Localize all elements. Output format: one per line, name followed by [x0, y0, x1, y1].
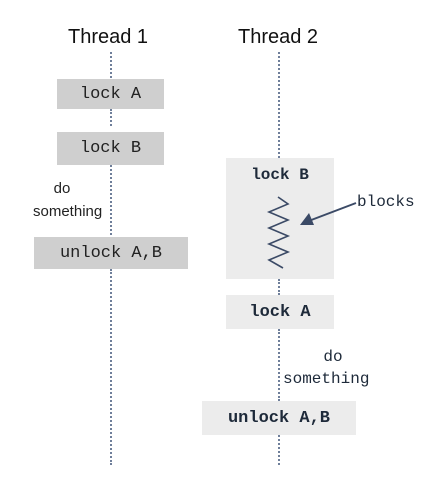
thread1-timeline [110, 52, 112, 78]
thread2-lock-b: lock B [251, 166, 309, 184]
thread1-do-something-line2: something [33, 203, 103, 220]
blocking-zigzag-icon [266, 196, 291, 269]
thread1-lock-b: lock B [57, 132, 164, 165]
thread2-timeline [278, 329, 280, 401]
blocks-label: blocks [357, 193, 415, 211]
thread2-lock-a: lock A [226, 295, 334, 329]
thread1-unlock: unlock A,B [34, 237, 188, 269]
thread2-timeline [278, 435, 280, 465]
thread1-lock-a: lock A [57, 79, 164, 109]
blocks-arrow-head-icon [300, 213, 314, 225]
thread2-do-something-line2: something [283, 370, 370, 388]
thread2-title: Thread 2 [238, 26, 319, 48]
blocks-arrow-shaft [305, 202, 357, 223]
thread1-timeline [110, 269, 112, 465]
thread2-do-something-line1: do [323, 348, 343, 366]
thread2-unlock: unlock A,B [202, 401, 356, 435]
thread2-timeline [278, 279, 280, 295]
thread1-title: Thread 1 [68, 26, 149, 48]
thread1-do-something-line1: do [53, 180, 71, 197]
thread2-timeline [278, 52, 280, 158]
thread1-timeline [110, 109, 112, 126]
thread1-timeline [110, 165, 112, 235]
